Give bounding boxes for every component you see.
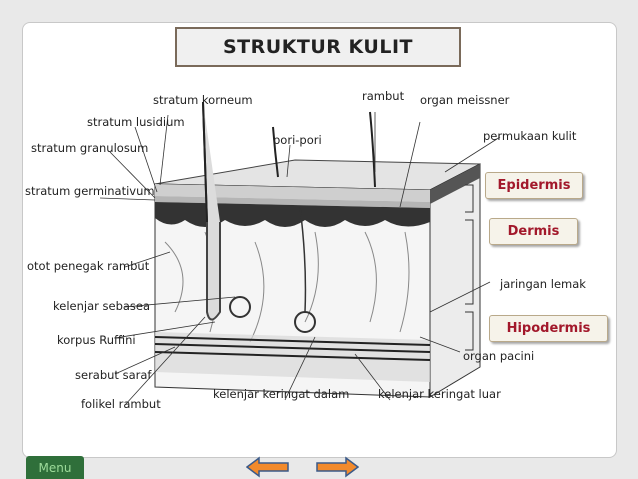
- stratum-germinativum-layer: [155, 202, 430, 227]
- blood-vessels: [154, 336, 431, 361]
- label-otot-penegak-rambut: otot penegak rambut: [27, 259, 150, 273]
- label-organ-pacini: organ pacini: [463, 349, 535, 363]
- skin-structure-diagram: stratum korneum stratum lusidium stratum…: [25, 82, 605, 457]
- hipodermis-tag[interactable]: Hipodermis: [489, 315, 608, 342]
- label-stratum-granulosum: stratum granulosum: [31, 141, 149, 155]
- page-title: STRUKTUR KULIT: [222, 36, 413, 58]
- hair-strand-2: [369, 111, 376, 188]
- dermis-tag-label: Dermis: [507, 224, 560, 239]
- hair-strand-1: [272, 126, 279, 178]
- epidermis-tag-label: Epidermis: [497, 178, 571, 193]
- label-stratum-korneum: stratum korneum: [153, 93, 253, 107]
- epidermis-tag[interactable]: Epidermis: [485, 172, 583, 199]
- leader-lines: [99, 112, 501, 406]
- skin-illustration: [99, 101, 501, 406]
- label-korpus-ruffini: korpus Ruffini: [57, 333, 136, 347]
- label-stratum-germinativum: stratum germinativum: [25, 184, 155, 198]
- label-serabut-saraf: serabut saraf: [75, 368, 152, 382]
- label-organ-meissner: organ meissner: [420, 93, 510, 107]
- label-kelenjar-sebasea: kelenjar sebasea: [53, 299, 151, 313]
- label-kelenjar-keringat-luar: kelenjar keringat luar: [378, 387, 501, 401]
- hipodermis-bracket: [465, 311, 474, 351]
- epidermis-bracket: [465, 184, 474, 213]
- label-jaringan-lemak: jaringan lemak: [500, 277, 586, 291]
- label-permukaan-kulit: permukaan kulit: [483, 129, 577, 143]
- sweat-gland-1: [229, 296, 251, 318]
- prev-arrow-icon[interactable]: [246, 456, 290, 478]
- dermis-bracket: [465, 219, 474, 305]
- hipodermis-tag-label: Hipodermis: [506, 321, 591, 336]
- menu-label: Menu: [38, 460, 72, 475]
- label-pori-pori: pori-pori: [273, 133, 322, 147]
- label-folikel-rambut: folikel rambut: [81, 397, 161, 411]
- title-box: STRUKTUR KULIT: [175, 27, 461, 67]
- stratum-granulosum-layer: [155, 196, 430, 208]
- epidermis-side: [430, 164, 480, 204]
- label-rambut: rambut: [362, 89, 405, 103]
- label-kelenjar-keringat-dalam: kelenjar keringat dalam: [213, 387, 350, 401]
- menu-button[interactable]: Menu: [26, 456, 84, 479]
- dermis-tag[interactable]: Dermis: [489, 218, 578, 245]
- label-stratum-lusidium: stratum lusidium: [87, 115, 185, 129]
- next-arrow-icon[interactable]: [315, 456, 359, 478]
- hair-shaft: [202, 101, 208, 223]
- sweat-duct: [299, 206, 307, 313]
